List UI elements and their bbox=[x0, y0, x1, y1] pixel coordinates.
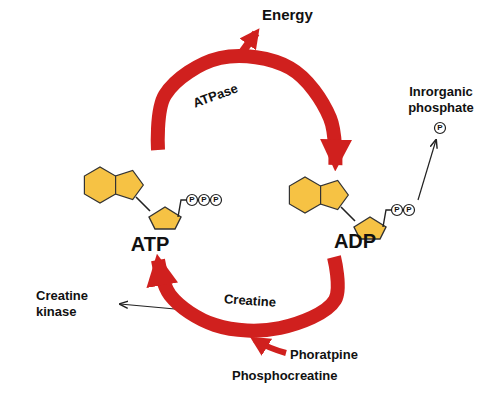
annotation-label: Phoratpine bbox=[290, 347, 358, 363]
phosphate-symbol: P bbox=[210, 194, 222, 206]
annotation-label: Inrorganic phosphate bbox=[400, 84, 482, 115]
phosphate-symbol: P bbox=[434, 122, 446, 134]
phosphate-symbol: P bbox=[391, 204, 403, 216]
edge-label: Creatine bbox=[222, 291, 279, 310]
phosphate-circle bbox=[435, 123, 446, 134]
phosphate-symbol: P bbox=[186, 194, 198, 206]
release-arrow bbox=[418, 140, 436, 200]
annotation-label: Phosphocreatine bbox=[232, 368, 337, 384]
molecule-name: ATP bbox=[70, 233, 230, 256]
annotation-label: Creatine kinase bbox=[36, 288, 114, 319]
atp-molecule bbox=[84, 167, 221, 229]
molecule-node: ATP bbox=[70, 150, 230, 260]
reaction-arrow bbox=[158, 257, 338, 331]
annotation-label: Energy bbox=[262, 6, 332, 24]
molecule-name: ADP bbox=[285, 230, 425, 253]
edge-label: ATPase bbox=[189, 79, 242, 110]
phosphate-symbol: P bbox=[403, 204, 415, 216]
adp-molecule bbox=[289, 177, 414, 239]
phosphate-symbol: P bbox=[198, 194, 210, 206]
reaction-arrow bbox=[158, 56, 336, 165]
molecule-node: ADP bbox=[285, 165, 425, 257]
phosphocreatine-arrow bbox=[255, 340, 286, 353]
